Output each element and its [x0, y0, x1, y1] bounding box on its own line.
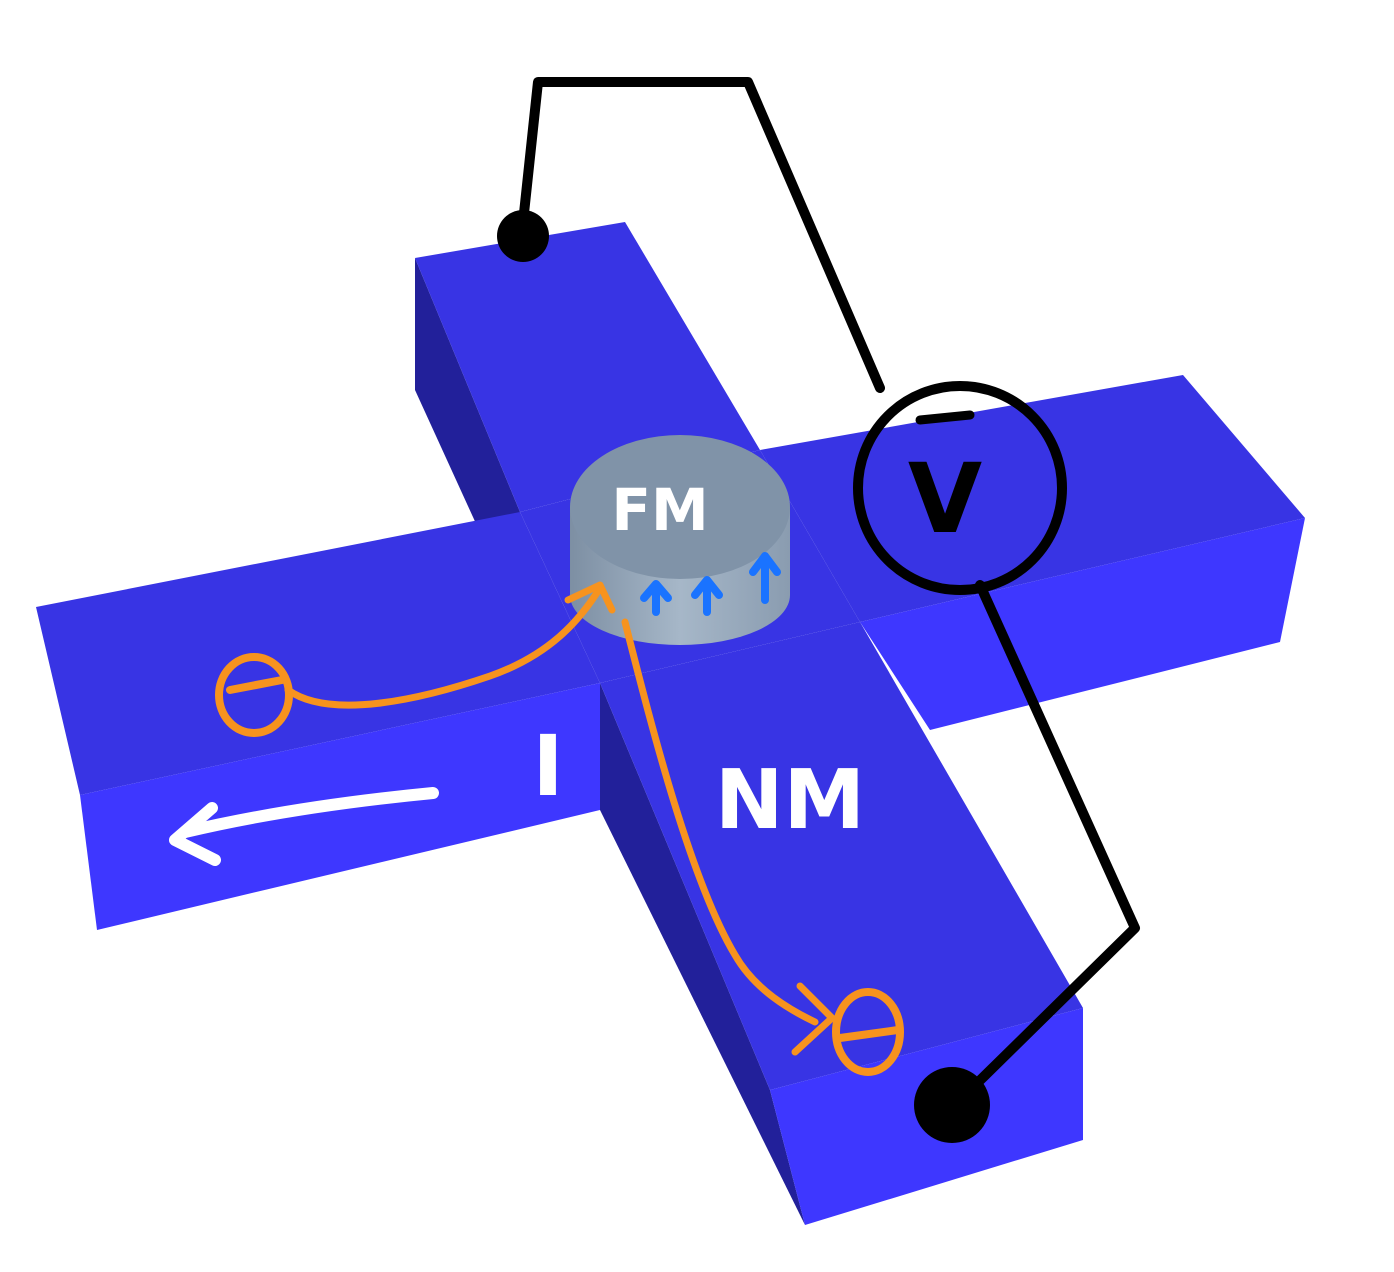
fm-label: FM: [611, 476, 708, 544]
contact-dot-icon: [497, 210, 549, 262]
spin-up-arrow-icon: [640, 580, 672, 616]
nm-label: NM: [715, 753, 865, 848]
electron-paths: [284, 581, 836, 1056]
electron-path-down-arrowhead: [791, 982, 836, 1056]
voltmeter-circle-icon: V: [853, 381, 1067, 595]
current-label: I: [532, 717, 563, 815]
electron-path-down: [621, 618, 819, 1026]
front-arm-top-face: [600, 622, 1083, 1090]
arrow-left-icon: [169, 787, 439, 866]
electron-path-left: [284, 584, 604, 709]
voltmeter-label: V: [908, 443, 982, 555]
electron-path-left-arrowhead: [564, 581, 616, 614]
wire-top: [517, 77, 885, 393]
right-arm-top-face: [760, 375, 1305, 622]
electron-minus-icon: [832, 988, 904, 1076]
front-arm-side-face: [600, 683, 805, 1225]
contact-dot-icon: [914, 1067, 990, 1143]
right-arm-front-face: [860, 518, 1305, 730]
spin-up-arrow-icon: [749, 552, 781, 604]
voltmeter-bar: [915, 410, 975, 425]
voltmeter-circuit: [517, 77, 1140, 1105]
fm-disk: FM: [570, 435, 790, 645]
wire-bottom: [955, 580, 1140, 1105]
electron-minus-icon: [215, 653, 293, 737]
spin-up-arrow-icon: [691, 576, 723, 616]
fm-disk-top: [570, 435, 790, 579]
left-arm-top-face: [36, 512, 600, 795]
